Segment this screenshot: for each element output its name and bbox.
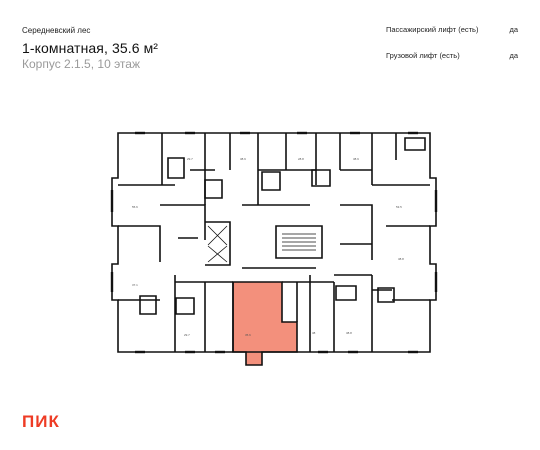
apartment-title: 1-комнатная, 35.6 м²	[22, 40, 159, 56]
svg-text:29.7: 29.7	[187, 157, 193, 161]
svg-text:37.1: 37.1	[132, 283, 138, 287]
feature-value: да	[509, 51, 518, 60]
building-floor-subtitle: Корпус 2.1.5, 10 этаж	[22, 57, 140, 71]
feature-value: да	[509, 25, 518, 34]
svg-text:35.6: 35.6	[245, 333, 251, 337]
svg-text:29.7: 29.7	[184, 333, 190, 337]
svg-text:28.8: 28.8	[298, 157, 304, 161]
svg-text:38: 38	[312, 331, 316, 335]
svg-text:38.9: 38.9	[240, 157, 246, 161]
svg-text:38.8: 38.8	[398, 257, 404, 261]
room-area-labels: 29.7 38.9 28.8 38.9 55.6 53.5 38.8 37.1 …	[132, 157, 404, 337]
svg-text:38.8: 38.8	[346, 331, 352, 335]
svg-text:55.6: 55.6	[132, 205, 138, 209]
feature-passenger-lift: Пассажирский лифт (есть) да	[386, 25, 518, 34]
feature-freight-lift: Грузовой лифт (есть) да	[386, 51, 518, 60]
feature-label: Грузовой лифт (есть)	[386, 51, 460, 60]
project-name: Середневский лес	[22, 26, 91, 35]
staircase	[282, 233, 316, 251]
svg-text:38.9: 38.9	[353, 157, 359, 161]
feature-label: Пассажирский лифт (есть)	[386, 25, 479, 34]
elevator-shafts	[207, 225, 228, 263]
plan-walls	[111, 132, 437, 353]
svg-text:53.5: 53.5	[396, 205, 402, 209]
pik-logo: ПИК	[22, 412, 60, 431]
windows	[110, 131, 438, 354]
